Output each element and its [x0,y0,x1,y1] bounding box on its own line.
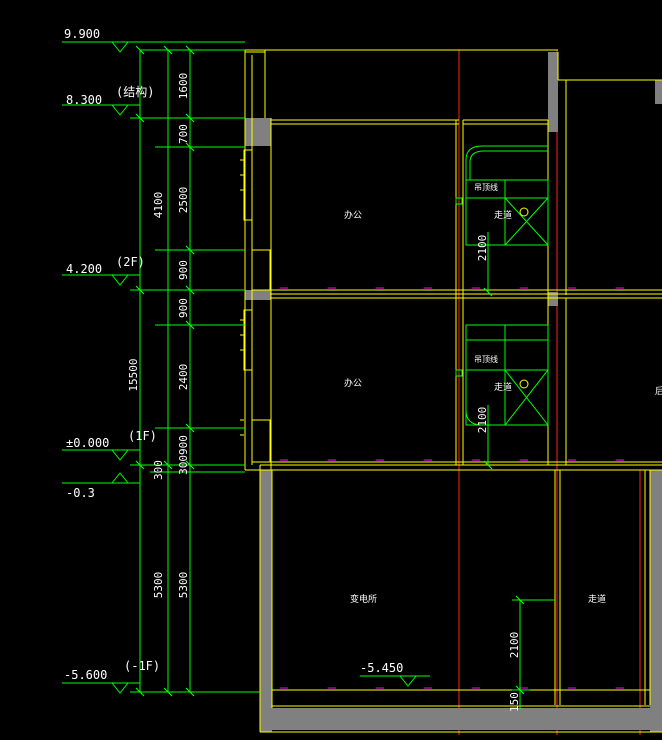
level-0000: ±0.000 [66,436,109,450]
room-office-1f: 办公 [344,377,362,389]
level-8300: 8.300 [66,93,102,107]
level-m03: -0.3 [66,486,95,500]
dim-2100-1f: 2100 [476,407,489,434]
level-0000-note: (1F) [128,429,157,443]
room-corridor-b1: 走道 [588,593,606,605]
dim-5300-inner: 5300 [177,572,190,599]
elevation-markers [62,41,430,694]
dim-5300-outer: 5300 [152,572,165,599]
room-substation: 变电所 [350,593,377,605]
room-corridor-2f: 走道 [494,209,512,221]
dimension-lines [130,49,555,710]
dim-300900: 300900 [177,435,190,475]
level-m5600: -5.600 [64,668,107,682]
level-m5450: -5.450 [360,661,403,675]
dim-2100-2f: 2100 [476,235,489,262]
level-4200: 4.200 [66,262,102,276]
dim-15500: 15500 [127,358,140,391]
dim-4100: 4100 [152,192,165,219]
dim-900a: 900 [177,260,190,280]
dim-1600: 1600 [177,73,190,100]
dim-900b: 900 [177,298,190,318]
stair-symbols [519,207,529,389]
dim-2100-b1: 2100 [508,632,521,659]
room-office-2f: 办公 [344,209,362,221]
label-hanging-line-1f: 吊顶线 [474,354,498,364]
dim-2400: 2400 [177,364,190,391]
level-4200-note: (2F) [116,255,145,269]
dim-700: 700 [177,124,190,144]
walls [244,49,662,733]
level-8300-note: (结构) [116,84,154,99]
dim-2500: 2500 [177,187,190,214]
dim-150: 150 [508,692,521,712]
room-corridor-1f: 走道 [494,381,512,393]
dim-300-outer: 300 [152,460,165,480]
level-m5600-note: (-1F) [124,659,160,673]
stair-shaft [455,145,549,426]
level-9900: 9.900 [64,27,100,41]
facade-windows [240,149,271,463]
structure-fills [245,52,662,732]
label-hanging-line-2f: 吊顶线 [474,182,498,192]
dimension-ticks [135,45,525,697]
room-edge-fragment: 后 [655,386,662,397]
ceiling-dashes [280,287,660,689]
grid-lines [245,50,662,735]
